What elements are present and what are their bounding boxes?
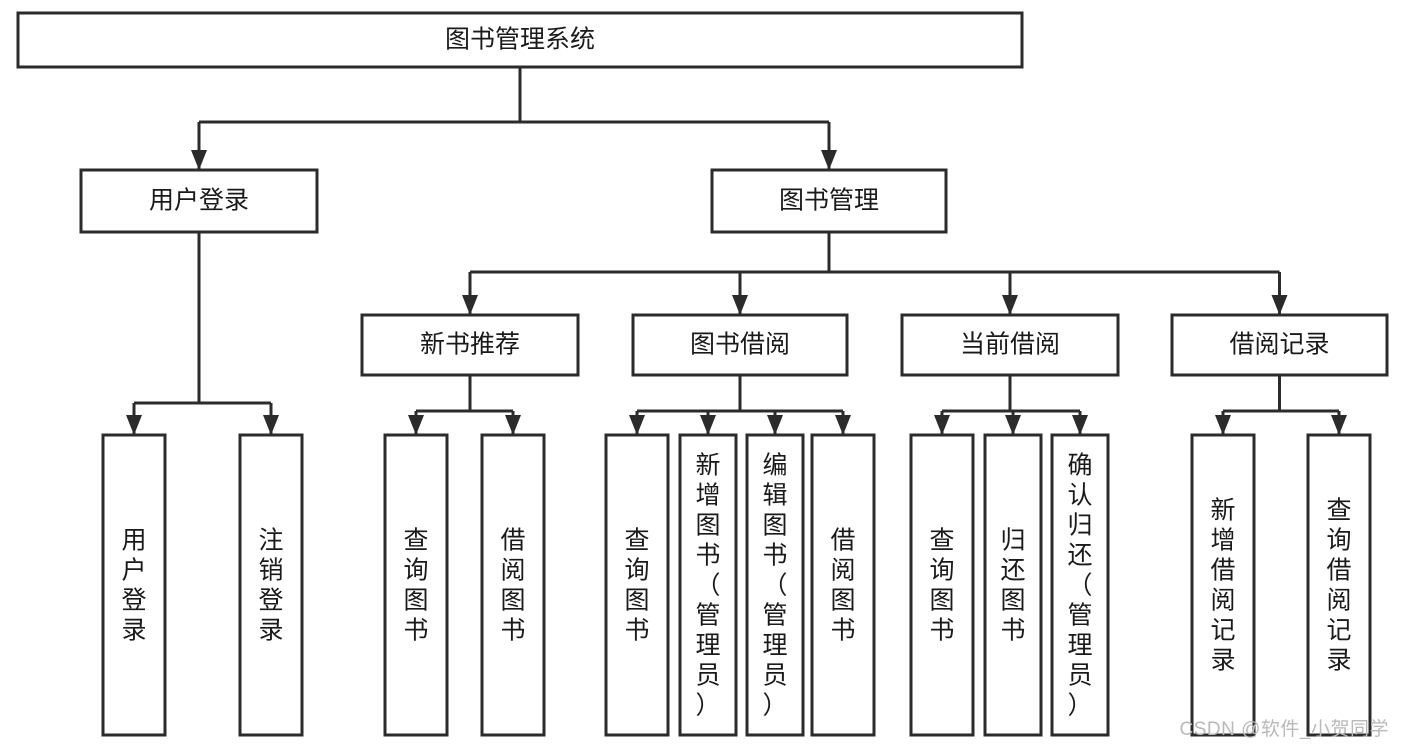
node-root[interactable]: 图书管理系统 (16, 11, 1024, 69)
node-label: 当前借阅 (960, 331, 1060, 359)
node-borrow-record[interactable]: 借阅记录 (1170, 313, 1389, 377)
node-label: 编辑图书（管理员） (762, 451, 787, 719)
node-label: 查询图书 (624, 526, 649, 644)
node-leaf-add-book[interactable]: 新增图书（管理员） (678, 433, 738, 737)
node-leaf-return-book[interactable]: 归还图书 (983, 433, 1043, 737)
node-leaf-query-book-3[interactable]: 查询图书 (909, 433, 975, 737)
node-label: 借阅图书 (500, 526, 525, 644)
node-leaf-query-book-1[interactable]: 查询图书 (383, 433, 449, 737)
node-box (360, 313, 580, 377)
node-leaf-edit-book[interactable]: 编辑图书（管理员） (745, 433, 805, 737)
node-label: 确认归还（管理员） (1067, 451, 1092, 719)
node-box (678, 433, 738, 737)
node-leaf-query-book-2[interactable]: 查询图书 (604, 433, 670, 737)
node-label: 查询图书 (929, 526, 954, 644)
node-new-book-rec[interactable]: 新书推荐 (360, 313, 580, 377)
node-leaf-user-login[interactable]: 用户登录 (101, 433, 167, 737)
node-label: 新增图书（管理员） (695, 451, 720, 719)
node-label: 归还图书 (1000, 526, 1025, 644)
node-leaf-logout[interactable]: 注销登录 (238, 433, 304, 737)
node-box (745, 433, 805, 737)
node-label: 图书借阅 (690, 331, 790, 359)
node-book-borrow[interactable]: 图书借阅 (631, 313, 849, 377)
node-box (383, 433, 449, 737)
node-box (1190, 433, 1256, 737)
node-box (900, 313, 1120, 377)
node-box (101, 433, 167, 737)
node-box (604, 433, 670, 737)
node-label: 图书管理 (779, 187, 879, 215)
node-box (631, 313, 849, 377)
node-box (909, 433, 975, 737)
node-leaf-query-record[interactable]: 查询借阅记录 (1306, 433, 1372, 737)
node-user-login[interactable]: 用户登录 (79, 168, 319, 234)
node-label: 用户登录 (121, 526, 146, 644)
node-label: 借阅图书 (830, 526, 855, 644)
node-label: 图书管理系统 (445, 26, 595, 54)
node-leaf-confirm-return[interactable]: 确认归还（管理员） (1050, 433, 1110, 737)
node-box (1050, 433, 1110, 737)
node-current-borrow[interactable]: 当前借阅 (900, 313, 1120, 377)
node-label: 用户登录 (149, 187, 249, 215)
node-label: 新增借阅记录 (1210, 496, 1235, 674)
node-box (810, 433, 876, 737)
node-leaf-borrow-book-2[interactable]: 借阅图书 (810, 433, 876, 737)
node-box (16, 11, 1024, 69)
node-box (983, 433, 1043, 737)
node-box (1170, 313, 1389, 377)
node-book-manage[interactable]: 图书管理 (710, 168, 948, 234)
node-label: 查询借阅记录 (1326, 496, 1351, 674)
node-leaf-add-record[interactable]: 新增借阅记录 (1190, 433, 1256, 737)
node-label: 查询图书 (403, 526, 428, 644)
node-box (79, 168, 319, 234)
node-box (1306, 433, 1372, 737)
node-box (710, 168, 948, 234)
nodes-layer: 图书管理系统用户登录图书管理新书推荐图书借阅当前借阅借阅记录用户登录注销登录查询… (16, 11, 1389, 737)
node-box (480, 433, 546, 737)
node-leaf-borrow-book-1[interactable]: 借阅图书 (480, 433, 546, 737)
node-label: 注销登录 (258, 526, 283, 644)
node-label: 新书推荐 (420, 331, 520, 359)
node-box (238, 433, 304, 737)
node-label: 借阅记录 (1229, 331, 1329, 359)
edges-layer (126, 67, 1347, 435)
